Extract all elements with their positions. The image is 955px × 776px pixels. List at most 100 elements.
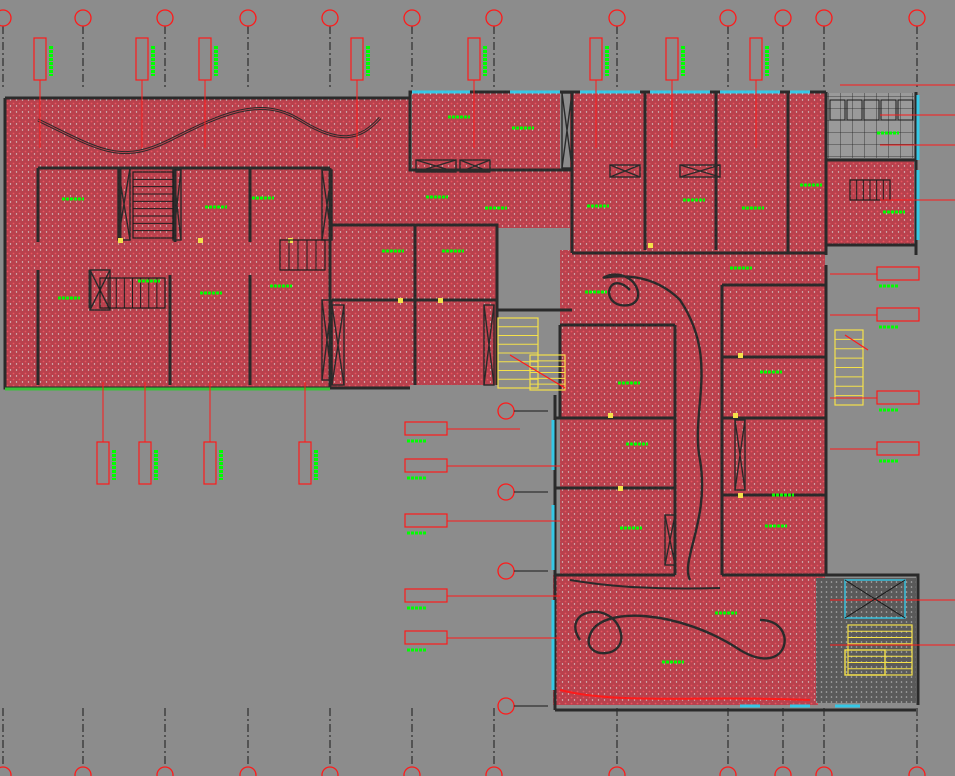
furniture-box bbox=[331, 304, 345, 386]
furniture-cross bbox=[117, 167, 131, 241]
room-north-meeting bbox=[412, 93, 560, 171]
door-marker bbox=[738, 493, 743, 498]
wall-segment bbox=[720, 283, 826, 577]
axis-bubble-icon bbox=[497, 402, 515, 420]
annotation-tag bbox=[96, 441, 110, 485]
axis-bubble-icon bbox=[497, 562, 515, 580]
furniture-box bbox=[117, 167, 131, 241]
restroom-stall bbox=[863, 99, 880, 121]
restroom-stall bbox=[880, 99, 897, 121]
furniture-box bbox=[609, 164, 641, 178]
stair-west-lower bbox=[99, 277, 166, 309]
partitions bbox=[89, 92, 746, 566]
annotation-tag bbox=[203, 441, 217, 485]
restroom-stall bbox=[829, 99, 846, 121]
annotation-tag bbox=[404, 513, 448, 528]
wall-segment bbox=[408, 92, 790, 253]
room-ne-corridor bbox=[788, 93, 826, 253]
furniture-cross bbox=[415, 159, 457, 173]
stair-arrow bbox=[509, 354, 566, 389]
furniture-cross bbox=[734, 419, 746, 491]
stair-east-landing bbox=[529, 354, 566, 391]
furniture-box bbox=[321, 169, 333, 241]
annotation-tag bbox=[298, 441, 312, 485]
restroom-stall bbox=[897, 99, 914, 121]
windows bbox=[5, 90, 920, 708]
axis-bubble-icon bbox=[497, 697, 515, 715]
axis-bubble-icon bbox=[908, 9, 926, 27]
wall-segment bbox=[497, 308, 916, 712]
furniture-box bbox=[483, 304, 495, 386]
annotation-tag bbox=[404, 458, 448, 473]
stair-center bbox=[279, 239, 326, 271]
furniture-cross bbox=[459, 159, 491, 173]
furniture-box bbox=[679, 164, 721, 178]
furniture-cross bbox=[321, 299, 333, 381]
axis-bubble-icon bbox=[497, 483, 515, 501]
axis-bubble-icon bbox=[719, 766, 737, 776]
axis-bubble-icon bbox=[239, 766, 257, 776]
annotation-tag bbox=[665, 37, 679, 81]
axis-bubble-icon bbox=[719, 9, 737, 27]
wall-segment bbox=[36, 166, 332, 388]
stair-ne bbox=[849, 179, 891, 201]
axis-bubble-icon bbox=[74, 9, 92, 27]
furniture-box bbox=[415, 159, 457, 173]
stair-arrow bbox=[844, 334, 869, 351]
annotation-tag bbox=[33, 37, 47, 81]
spiral-curve-east bbox=[602, 273, 704, 581]
wall-segment bbox=[332, 223, 499, 385]
axis-bubble-icon bbox=[485, 9, 503, 27]
stair-east-side bbox=[834, 329, 864, 406]
annotation-tag bbox=[198, 37, 212, 81]
door-marker bbox=[398, 298, 403, 303]
lift-platform bbox=[844, 649, 886, 676]
door-marker bbox=[198, 238, 203, 243]
axis-bubble-icon bbox=[0, 9, 12, 27]
wall-segment bbox=[826, 158, 916, 247]
stair-west bbox=[132, 171, 174, 239]
axis-bubble-icon bbox=[321, 9, 339, 27]
axis-bubble-icon bbox=[608, 766, 626, 776]
room-central-corridor bbox=[332, 170, 572, 228]
furniture-cross bbox=[331, 304, 345, 386]
room-se-elevator-lobby bbox=[816, 578, 916, 703]
annotation-tag bbox=[876, 266, 920, 281]
room-ne-restroom-floor bbox=[826, 93, 914, 158]
room-east-lobby bbox=[560, 250, 825, 580]
annotation-tag bbox=[135, 37, 149, 81]
floor-finish-hatch bbox=[5, 93, 916, 705]
axis-bubble-icon bbox=[239, 9, 257, 27]
annotation-tag bbox=[404, 421, 448, 436]
axis-grid-top bbox=[0, 9, 926, 90]
furniture-cross bbox=[321, 169, 333, 241]
furniture-box bbox=[459, 159, 491, 173]
wall-segment bbox=[555, 323, 677, 577]
door-marker bbox=[438, 298, 443, 303]
ceiling-wave-west-inner bbox=[37, 108, 381, 154]
axis-bubble-icon bbox=[815, 9, 833, 27]
decorative-curves bbox=[37, 107, 811, 701]
axis-bubble-icon bbox=[815, 766, 833, 776]
door-marker bbox=[648, 243, 653, 248]
annotation-tag bbox=[589, 37, 603, 81]
annotation-tag bbox=[876, 441, 920, 456]
wall-segment bbox=[816, 265, 920, 705]
curve-edge-south bbox=[559, 689, 811, 701]
room-tags bbox=[58, 115, 905, 664]
annotation-tag bbox=[876, 307, 920, 322]
axis-bubble-icon bbox=[403, 766, 421, 776]
annotation-tag bbox=[404, 630, 448, 645]
stair-outline bbox=[132, 171, 174, 239]
furniture-box bbox=[561, 92, 573, 169]
axis-bubble-icon bbox=[321, 766, 339, 776]
elevator-cross-icon bbox=[844, 579, 906, 619]
axis-bubble-icon bbox=[774, 766, 792, 776]
annotation-tag bbox=[749, 37, 763, 81]
annotation-tag bbox=[404, 588, 448, 603]
stair-east bbox=[497, 317, 539, 389]
room-ne-service bbox=[826, 160, 914, 245]
furniture-cross bbox=[561, 92, 573, 169]
